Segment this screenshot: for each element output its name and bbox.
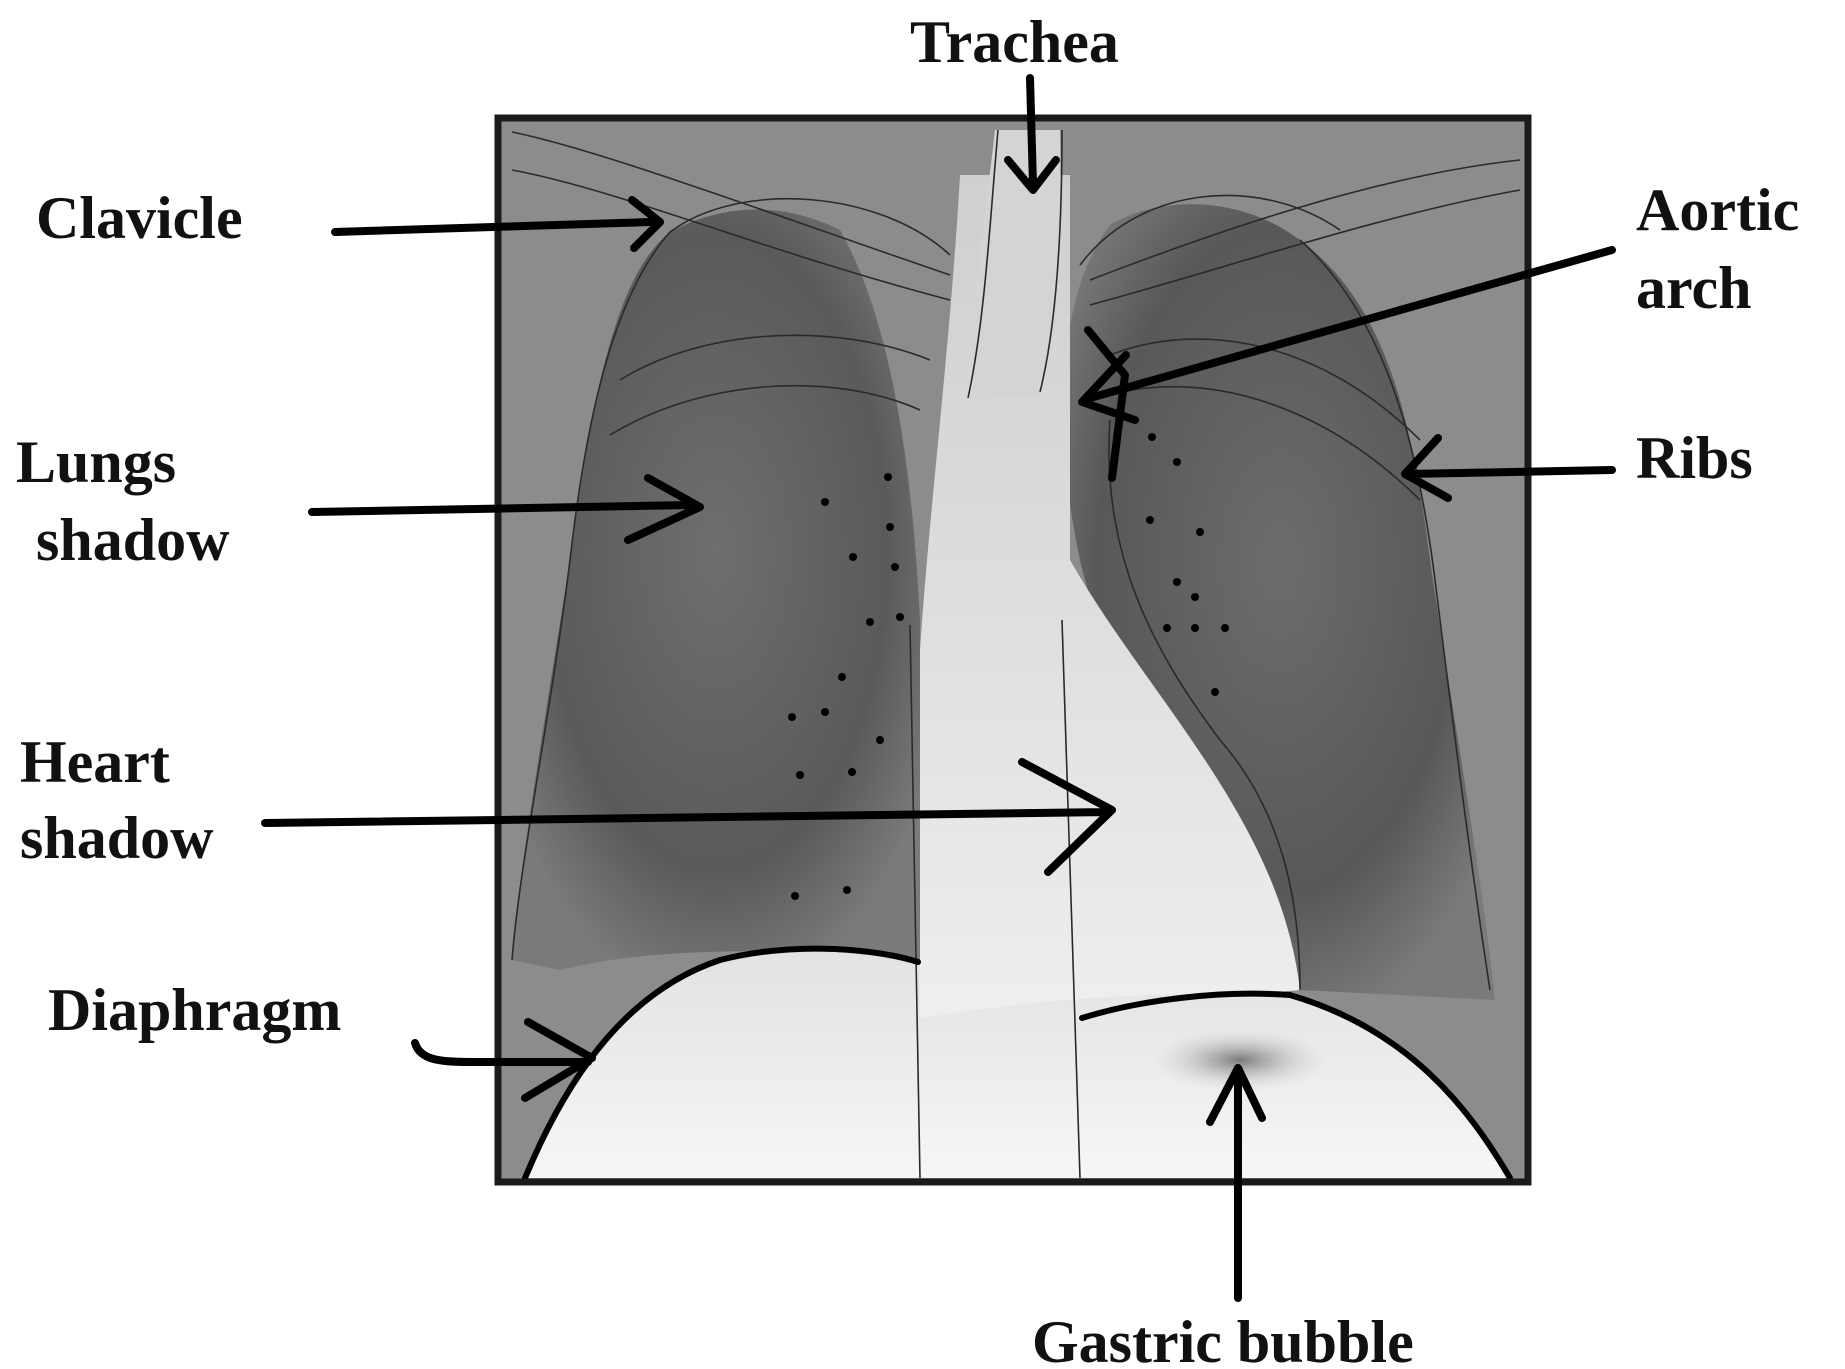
marking-dot [843,886,851,894]
xray-image [498,118,1528,1182]
lungs-shadow-label-line1: Lungs [16,429,176,495]
marking-dot [866,618,874,626]
marking-dot [1221,624,1229,632]
marking-dot [1173,578,1181,586]
marking-dot [1191,624,1199,632]
marking-dot [821,708,829,716]
marking-dot [848,768,856,776]
trachea-label: Trachea [910,9,1119,75]
gastric-bubble-label: Gastric bubble [1032,1309,1414,1369]
aortic-arch-label-line2: arch [1636,255,1752,321]
marking-dot [896,613,904,621]
marking-dot [788,713,796,721]
marking-dot [1191,593,1199,601]
marking-dot [796,771,804,779]
aortic-arch-label-line1: Aortic [1636,177,1799,243]
marking-dot [876,736,884,744]
marking-dot [1163,624,1171,632]
marking-dot [1211,688,1219,696]
marking-dot [884,473,892,481]
diaphragm-label: Diaphragm [48,977,341,1043]
marking-dot [886,523,894,531]
marking-dot [1173,458,1181,466]
marking-dot [849,553,857,561]
marking-dot [838,673,846,681]
marking-dot [821,498,829,506]
marking-dot [1196,528,1204,536]
marking-dot [891,563,899,571]
marking-dot [1146,516,1154,524]
marking-dot [791,892,799,900]
clavicle-label: Clavicle [36,185,243,251]
heart-shadow-label-line1: Heart [20,729,170,795]
ribs-label: Ribs [1636,425,1753,491]
marking-dot [1148,433,1156,441]
heart-shadow-label-line2: shadow [20,805,214,871]
lungs-shadow-label-line2: shadow [36,507,230,573]
